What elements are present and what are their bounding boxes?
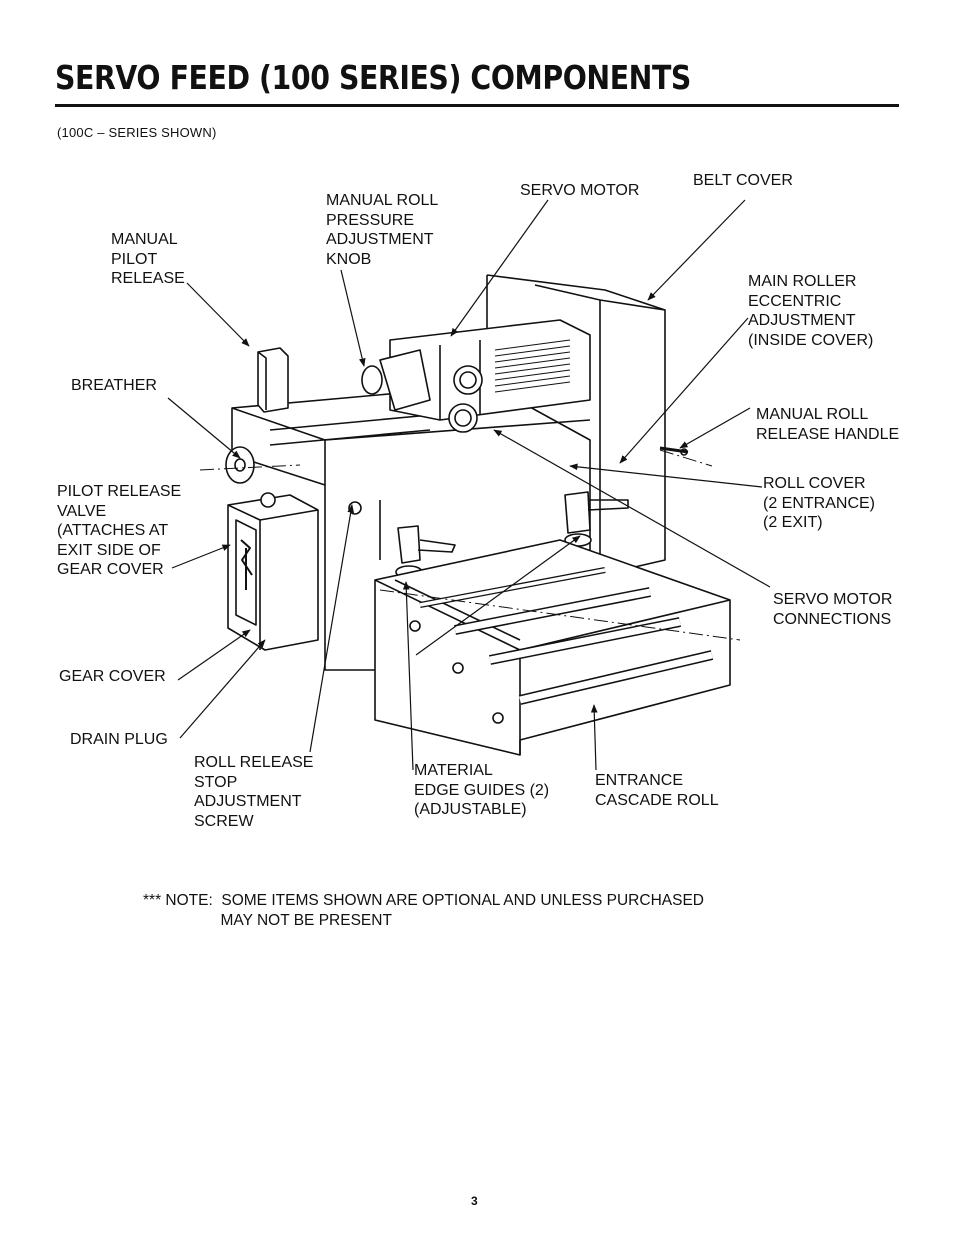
- optional-items-note: *** NOTE: SOME ITEMS SHOWN ARE OPTIONAL …: [143, 892, 704, 929]
- label-material-edge-guides: MATERIAL EDGE GUIDES (2) (ADJUSTABLE): [414, 762, 550, 818]
- label-drain-plug: DRAIN PLUG: [70, 731, 168, 748]
- label-main-roller-eccentric: MAIN ROLLER ECCENTRIC ADJUSTMENT (INSIDE…: [748, 273, 874, 349]
- page-number: 3: [471, 1194, 478, 1208]
- label-servo-motor: SERVO MOTOR: [520, 182, 640, 199]
- label-belt-cover: BELT COVER: [693, 172, 793, 189]
- label-roll-release-stop-screw: ROLL RELEASE STOP ADJUSTMENT SCREW: [194, 754, 314, 830]
- label-manual-pilot-release: MANUAL PILOT RELEASE: [111, 231, 185, 287]
- page-title: SERVO FEED (100 SERIES) COMPONENTS: [55, 58, 691, 97]
- label-manual-roll-pressure-knob: MANUAL ROLL PRESSURE ADJUSTMENT KNOB: [326, 192, 439, 268]
- label-manual-roll-release-handle: MANUAL ROLL RELEASE HANDLE: [756, 406, 900, 443]
- label-roll-cover: ROLL COVER (2 ENTRANCE) (2 EXIT): [763, 475, 876, 531]
- page-subtitle: (100C – SERIES SHOWN): [57, 125, 217, 140]
- label-entrance-cascade-roll: ENTRANCE CASCADE ROLL: [595, 772, 719, 809]
- label-gear-cover: GEAR COVER: [59, 668, 166, 685]
- label-breather: BREATHER: [71, 377, 157, 394]
- label-pilot-release-valve: PILOT RELEASE VALVE (ATTACHES AT EXIT SI…: [57, 483, 182, 578]
- title-rule: [55, 104, 899, 107]
- label-servo-motor-connections: SERVO MOTOR CONNECTIONS: [773, 591, 893, 628]
